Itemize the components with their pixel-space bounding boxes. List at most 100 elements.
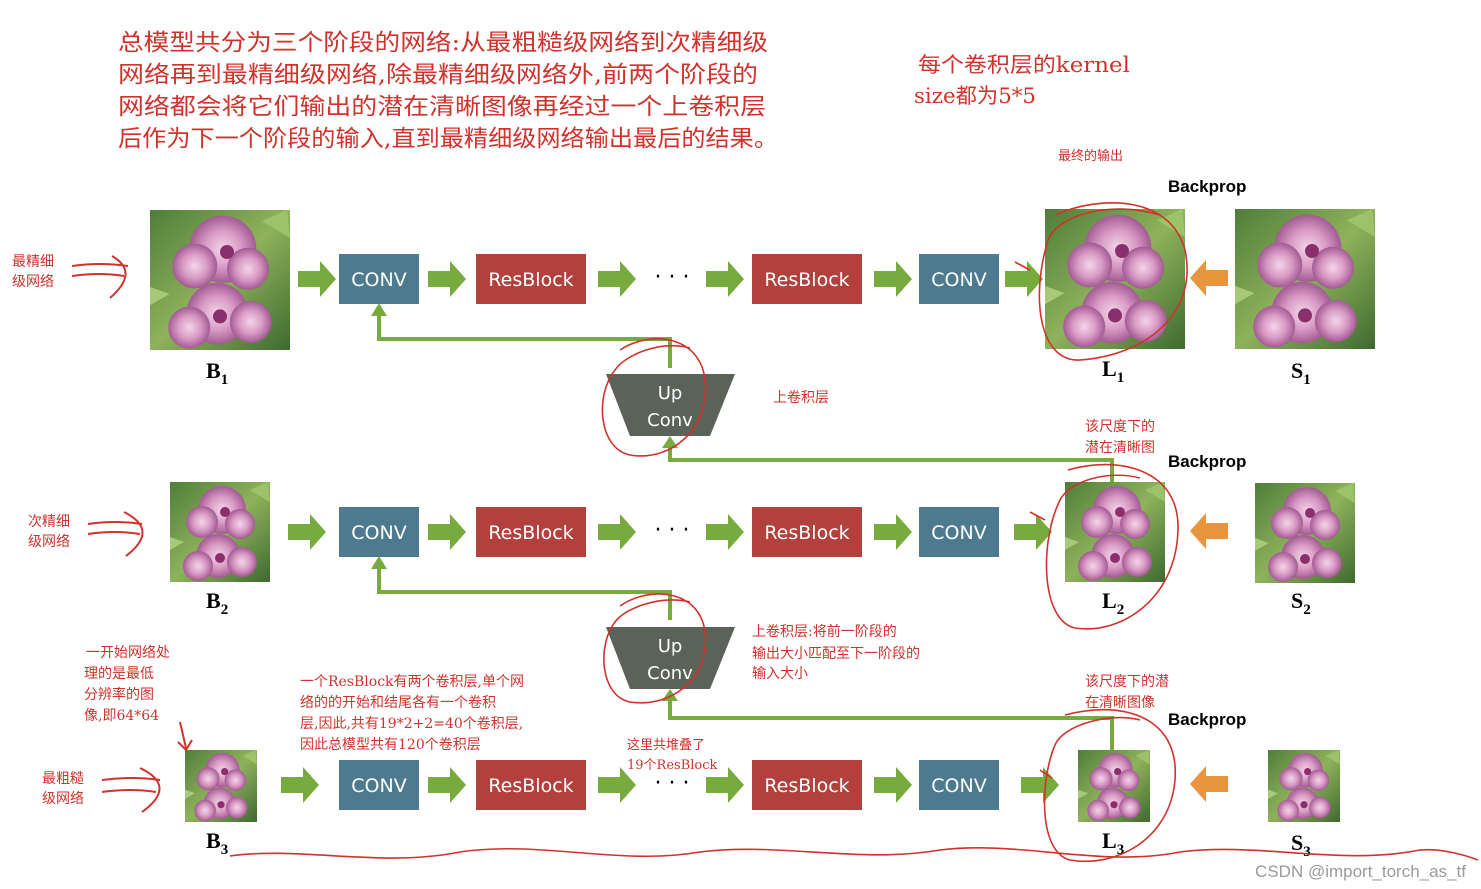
upconv-desc-line-3: 输入大小 (752, 666, 808, 682)
arrow-right (281, 767, 319, 803)
arrow-right (298, 261, 336, 297)
resblock-block (476, 254, 586, 304)
resblock-block-label: ResBlock (764, 522, 849, 544)
stack-note-line-1: 这里共堆叠了 (627, 737, 705, 753)
label-l3: L3 (1102, 828, 1124, 858)
resblock-block-label: ResBlock (764, 775, 849, 797)
finest-label: 最精细 级网络 (12, 254, 129, 299)
label-s1: S1 (1291, 358, 1311, 388)
arrow-right (874, 514, 912, 550)
arrow-right (428, 261, 466, 297)
main-note: 总模型共分为三个阶段的网络:从最粗糙级网络到次精细级 网络再到最精细级网络,除最… (118, 30, 778, 152)
latent-note-1-line-2: 潜在清晰图 (1085, 440, 1155, 456)
upconv-connector (377, 567, 672, 620)
arrow-right (428, 514, 466, 550)
kernel-note-line-2: size都为5*5 (914, 84, 1036, 108)
svg-text:最粗糙: 最粗糙 (42, 771, 84, 787)
blurry-image-b3 (185, 750, 257, 822)
latent-note-1-line-1: 该尺度下的 (1085, 419, 1155, 435)
upconv-desc-line-1: 上卷积层:将前一阶段的 (752, 623, 897, 640)
ellipsis: · · · (655, 265, 690, 290)
kernel-note: 每个卷积层的kernel size都为5*5 (914, 53, 1130, 108)
resblock-block (476, 507, 586, 557)
main-note-line-3: 网络都会将它们输出的潜在清晰图像再经过一个上卷积层 (118, 94, 766, 120)
resblock-desc-line-4: 因此总模型共有120个卷积层 (300, 737, 481, 753)
latent-note-2-line-2: 在清晰图像 (1085, 695, 1155, 711)
conv-block (919, 254, 999, 304)
svg-text:Up: Up (658, 383, 683, 404)
arrow-right (598, 261, 636, 297)
resblock-block-label: ResBlock (488, 775, 573, 797)
resblock-block (476, 760, 586, 810)
label-b1: B1 (206, 358, 228, 388)
upconv-connector (377, 314, 672, 368)
resblock-desc-line-2: 络的的开始和结尾各有一个卷积 (300, 695, 496, 711)
upconv-desc-line-2: 输出大小匹配至下一阶段的 (752, 646, 920, 662)
latent-image-l2 (1065, 482, 1165, 582)
ellipsis: · · · (655, 518, 690, 543)
resblock-desc-line-3: 层,因此,共有19*2+2=40个卷积层, (300, 716, 523, 732)
coarsest-start-line-2: 理的是最低 (84, 666, 154, 682)
svg-text:最精细: 最精细 (12, 254, 54, 270)
resblock-block-label: ResBlock (488, 269, 573, 291)
arrow-right (874, 261, 912, 297)
conv-block (339, 507, 419, 557)
arrow-left-orange (1190, 513, 1228, 549)
backprop-label: Backprop (1168, 177, 1246, 196)
upconv-block: Up Conv (606, 374, 735, 436)
svg-text:Conv: Conv (647, 410, 693, 431)
final-output-note: 最终的输出 (1058, 148, 1123, 164)
svg-text:级网络: 级网络 (42, 791, 84, 807)
conv-block (339, 760, 419, 810)
latent-image-l1 (1045, 209, 1185, 349)
arrow-left-orange (1190, 766, 1228, 802)
stack-note-line-2: 19个ResBlock (627, 758, 718, 773)
coarsest-start-line-4: 像,即64*64 (84, 708, 159, 724)
coarsest-start-line-1: 一开始网络处 (86, 645, 170, 661)
latent-image-l3 (1078, 750, 1150, 822)
sharp-image-s1 (1235, 209, 1375, 349)
coarsest-start-line-3: 分辨率的图 (84, 686, 154, 703)
conv-block-label: CONV (931, 522, 986, 544)
conv-block-label: CONV (931, 775, 986, 797)
upconv-note: 上卷积层 (773, 390, 829, 406)
arrow-right (706, 514, 744, 550)
resblock-block (752, 760, 862, 810)
label-l1: L1 (1102, 356, 1124, 386)
conv-block (919, 507, 999, 557)
red-circle-annotations (229, 202, 1479, 863)
conv-block (919, 760, 999, 810)
svg-text:Up: Up (658, 636, 683, 657)
blurry-image-b1 (150, 210, 290, 350)
main-note-line-4: 后作为下一个阶段的输入,直到最精细级网络输出最后的结果。 (118, 126, 778, 152)
arrow-right (428, 767, 466, 803)
arrow-right (1014, 514, 1052, 550)
conv-block-label: CONV (351, 269, 406, 291)
sharp-image-s3 (1268, 750, 1340, 822)
upconv-connector (668, 699, 1114, 750)
arrow-right (1021, 767, 1059, 803)
conv-block-label: CONV (351, 522, 406, 544)
label-b3: B3 (206, 828, 228, 858)
ellipsis: · · · (655, 771, 690, 796)
main-note-line-1: 总模型共分为三个阶段的网络:从最粗糙级网络到次精细级 (118, 30, 768, 56)
watermark: CSDN @import_torch_as_tf (1255, 862, 1466, 881)
resblock-block (752, 254, 862, 304)
svg-text:Conv: Conv (647, 663, 693, 684)
latent-note-2-line-1: 该尺度下的潜 (1085, 674, 1169, 690)
second-label: 次精细 级网络 (28, 511, 144, 557)
row-coarsest: B3 CONV ResBlock · · · ResBlock CONV L3 … (185, 710, 1340, 860)
label-b2: B2 (206, 588, 228, 618)
svg-text:级网络: 级网络 (12, 274, 54, 290)
arrow-right (874, 767, 912, 803)
upconv-connector (668, 446, 1114, 482)
resblock-desc-line-1: 一个ResBlock有两个卷积层,单个网 (300, 674, 524, 690)
resblock-block-label: ResBlock (488, 522, 573, 544)
arrow-left-orange (1190, 260, 1228, 296)
sharp-image-s2 (1255, 483, 1355, 583)
upconv-block: Up Conv (606, 627, 735, 689)
arrow-right (598, 514, 636, 550)
resblock-block-label: ResBlock (764, 269, 849, 291)
arrow-right (288, 514, 326, 550)
